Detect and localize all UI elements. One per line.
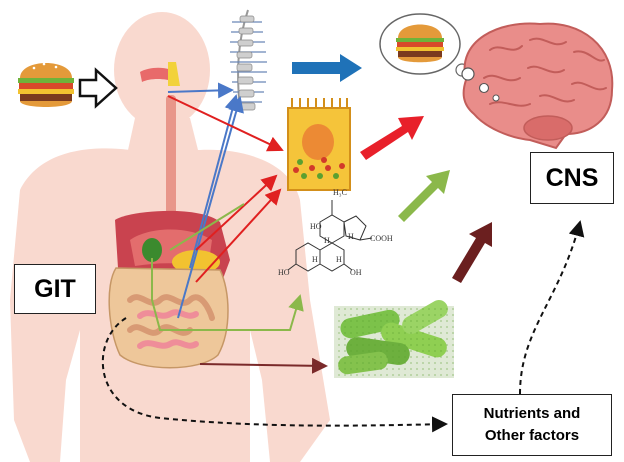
atom-label-cooh: COOH (370, 234, 393, 243)
atom-label-h: H (312, 255, 318, 264)
spine-icon (230, 9, 267, 111)
atom-label-ch3: H₃C (333, 188, 347, 197)
bile-acid-molecule-icon (287, 200, 373, 272)
thin-maroon-pathway (199, 357, 328, 374)
atom-label-h: H (324, 236, 330, 245)
arrow-red-hormones-to-cns (360, 116, 424, 160)
bacteria-icon (334, 300, 454, 378)
atom-label-ho-upper: HO (310, 222, 322, 231)
thin-red-pathways (167, 95, 284, 283)
gland-icon (168, 62, 180, 86)
atom-label-oh-right: OH (350, 268, 362, 277)
digestive-tract-icon (108, 67, 230, 369)
nutrients-other-factors-label: Nutrients and Other factors (452, 394, 612, 456)
thin-green-pathways (151, 203, 304, 331)
atom-label-h: H (348, 232, 354, 241)
ingestion-arrow (78, 67, 118, 109)
dashed-nutrients-to-cns (519, 220, 585, 395)
burger-icon (18, 62, 74, 107)
nutrients-label-line1: Nutrients and (483, 405, 581, 423)
atom-label-ho-left: HO (278, 268, 290, 277)
nutrients-label-line2: Other factors (484, 427, 580, 444)
brain-icon (461, 22, 614, 150)
git-label: GIT (14, 264, 96, 314)
burger-icon (396, 24, 444, 63)
enteroendocrine-cell-icon (287, 98, 351, 191)
cns-label: CNS (530, 152, 614, 204)
arrow-green-bile-acids-to-cns (398, 170, 450, 222)
arrow-maroon-microbiota-to-cns (452, 222, 492, 283)
arrow-blue-vagal-to-cns (292, 54, 362, 82)
atom-label-h: H (336, 255, 342, 264)
